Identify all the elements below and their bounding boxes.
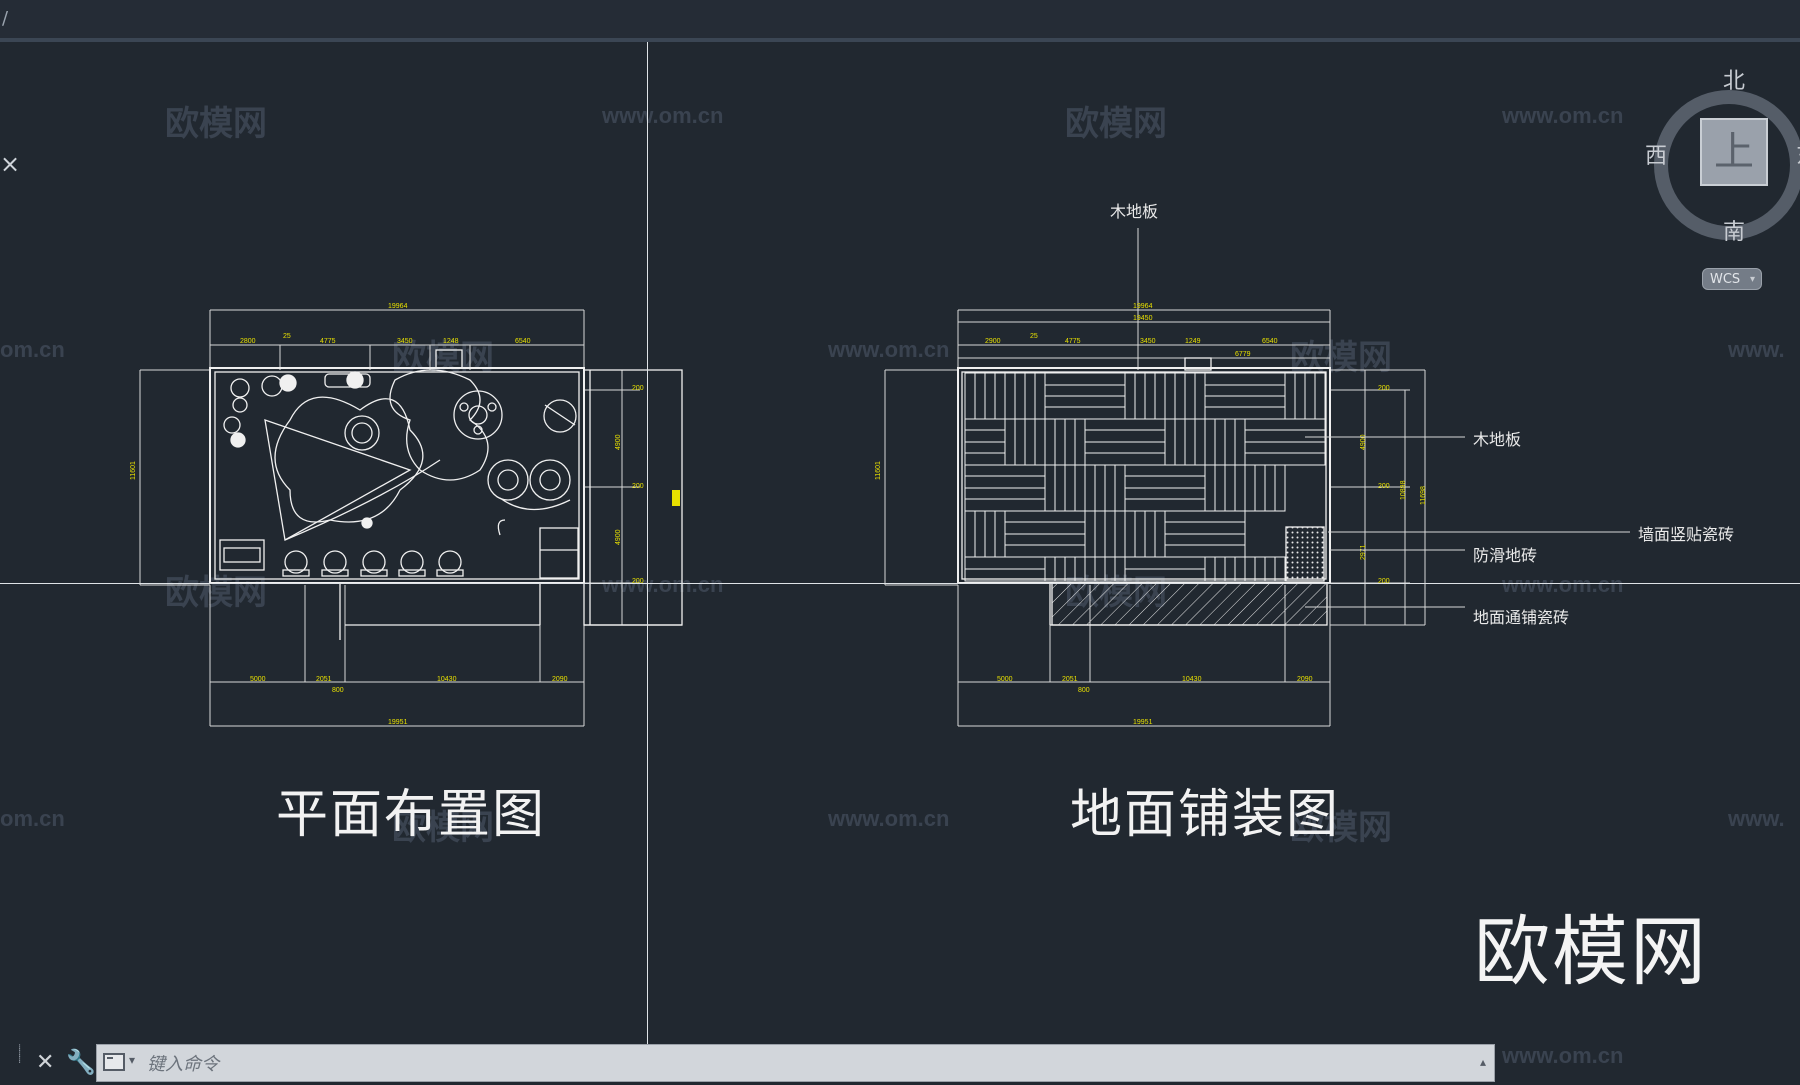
label-wood-floor-side: 木地板 — [1473, 430, 1522, 449]
chevron-down-icon: ▾ — [1749, 274, 1755, 285]
svg-text:1248: 1248 — [443, 338, 459, 345]
viewcube[interactable]: 上 北 南 西 东 — [1645, 69, 1800, 250]
svg-text:2971: 2971 — [1360, 544, 1367, 560]
watermark-url: www.om.cn — [1502, 103, 1624, 128]
svg-text:3450: 3450 — [397, 338, 413, 345]
svg-text:25: 25 — [1030, 333, 1038, 340]
svg-text:25: 25 — [283, 333, 291, 340]
compass-east[interactable]: 东 — [1796, 138, 1800, 170]
watermark-url: www.om.cn — [828, 806, 950, 831]
svg-text:10898: 10898 — [1400, 480, 1407, 500]
watermark-url: www. — [1728, 337, 1785, 362]
crosshair-vertical — [647, 42, 648, 1046]
svg-text:11698: 11698 — [1420, 486, 1427, 505]
watermark-url: www.om.cn — [1502, 572, 1624, 597]
svg-text:2051: 2051 — [316, 676, 332, 683]
svg-text:19951: 19951 — [1133, 719, 1153, 726]
svg-text:2051: 2051 — [1062, 676, 1078, 683]
svg-text:2090: 2090 — [1297, 676, 1313, 683]
wrench-icon[interactable]: 🔧 — [66, 1048, 96, 1076]
svg-text:4775: 4775 — [320, 338, 336, 345]
watermark-url: www.om.cn — [602, 103, 724, 128]
svg-text:2900: 2900 — [985, 338, 1001, 345]
close-icon[interactable]: ✕ — [36, 1050, 55, 1075]
command-input[interactable] — [145, 1045, 1449, 1083]
svg-text:4900: 4900 — [615, 434, 622, 450]
watermark-url: www.om.cn — [828, 337, 950, 362]
topbar-slash: / — [2, 8, 9, 29]
svg-text:2800: 2800 — [240, 338, 256, 345]
watermark-url: om.cn — [0, 337, 65, 362]
watermark-cn: 欧模网 — [165, 573, 267, 613]
command-line-grip-icon[interactable]: ⁞⁞⁞ — [18, 1043, 22, 1066]
label-antislip-tile: 防滑地砖 — [1473, 546, 1538, 565]
watermark-cn: 欧模网 — [1290, 808, 1392, 848]
svg-text:200: 200 — [1378, 483, 1390, 490]
cursor-x-mark: × — [0, 150, 21, 178]
svg-text:200: 200 — [1378, 578, 1390, 585]
compass-north[interactable]: 北 — [1723, 69, 1746, 94]
floor-paving-title: 地面铺装图 — [1070, 785, 1341, 845]
svg-text:2090: 2090 — [552, 676, 568, 683]
command-line-bar: ▾ ▴ — [96, 1044, 1495, 1083]
viewcube-top-face[interactable]: 上 — [1700, 118, 1768, 186]
crosshair-horizontal — [0, 583, 1800, 584]
svg-text:10430: 10430 — [1182, 676, 1202, 683]
watermark-url: www. — [1728, 806, 1785, 831]
svg-text:11601: 11601 — [130, 461, 137, 480]
svg-text:5000: 5000 — [997, 676, 1013, 683]
label-wood-floor-top: 木地板 — [1110, 202, 1159, 221]
svg-text:5000: 5000 — [250, 676, 266, 683]
svg-text:1249: 1249 — [1185, 338, 1201, 345]
svg-text:11601: 11601 — [875, 461, 882, 480]
svg-text:10430: 10430 — [437, 676, 457, 683]
watermark-cn: 欧模网 — [1065, 104, 1167, 144]
compass-south[interactable]: 南 — [1723, 220, 1746, 245]
floor-plan-left: 19964 2800 25 4775 3450 1248 6540 5000 2… — [130, 303, 683, 727]
svg-text:6540: 6540 — [1262, 338, 1278, 345]
watermark-cn: 欧模网 — [165, 104, 267, 144]
svg-text:6540: 6540 — [515, 338, 531, 345]
svg-text:4900: 4900 — [1360, 434, 1367, 450]
wcs-dropdown[interactable]: WCS ▾ — [1702, 268, 1762, 290]
label-wall-tile: 墙面竖贴瓷砖 — [1638, 525, 1735, 544]
floor-paving-plan-right: 19964 19450 2900 25 4775 3450 1249 6540 … — [875, 228, 1630, 727]
svg-text:19964: 19964 — [388, 303, 408, 310]
terminal-icon[interactable] — [103, 1053, 125, 1071]
svg-text:6779: 6779 — [1235, 351, 1251, 358]
chevron-down-icon[interactable]: ▾ — [129, 1053, 136, 1067]
svg-text:4900: 4900 — [615, 529, 622, 545]
floor-plan-title: 平面布置图 — [276, 785, 547, 845]
top-toolbar: / — [0, 0, 1800, 42]
svg-text:800: 800 — [332, 687, 344, 694]
svg-text:800: 800 — [1078, 687, 1090, 694]
svg-text:200: 200 — [632, 578, 644, 585]
svg-text:19964: 19964 — [1133, 303, 1153, 310]
svg-text:200: 200 — [632, 483, 644, 490]
svg-text:3450: 3450 — [1140, 338, 1156, 345]
compass-west[interactable]: 西 — [1645, 144, 1668, 169]
svg-text:19951: 19951 — [388, 719, 408, 726]
scroll-up-icon[interactable]: ▴ — [1479, 1055, 1486, 1069]
label-floor-tile: 地面通铺瓷砖 — [1473, 608, 1570, 627]
brand-logo-text: 欧模网 — [1474, 907, 1708, 996]
watermark-url: www.om.cn — [1502, 1043, 1624, 1068]
svg-text:200: 200 — [1378, 385, 1390, 392]
watermark-url: om.cn — [0, 806, 65, 831]
svg-text:19450: 19450 — [1133, 315, 1153, 322]
watermark-cn: 欧模网 — [392, 808, 494, 848]
svg-text:4775: 4775 — [1065, 338, 1081, 345]
svg-text:200: 200 — [632, 385, 644, 392]
wcs-label: WCS — [1710, 272, 1741, 287]
